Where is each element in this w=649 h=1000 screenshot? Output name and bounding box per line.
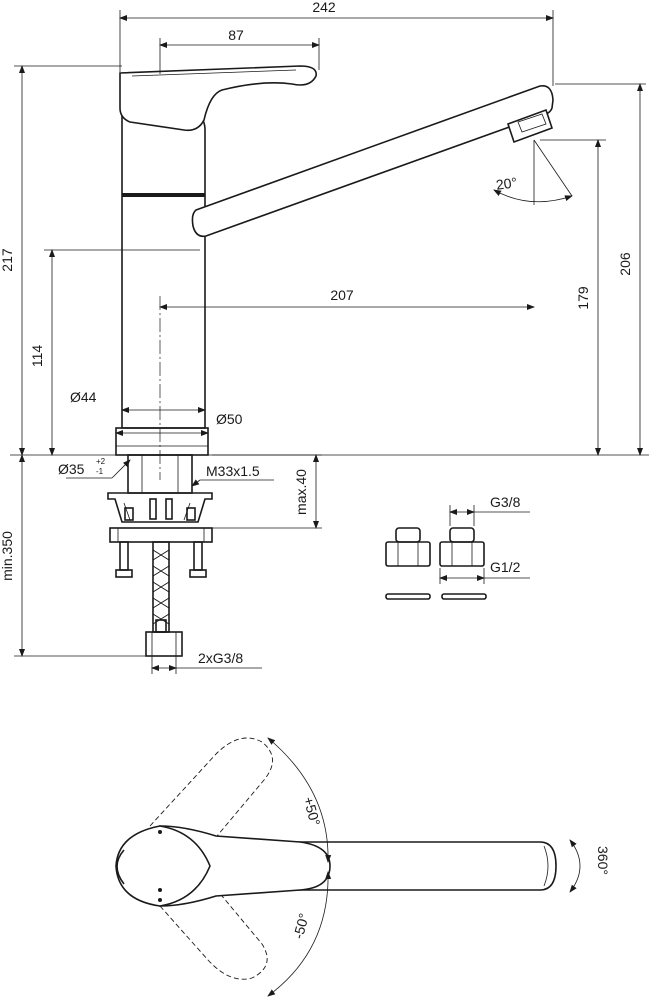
dim-overall-height: 217 (0, 248, 15, 272)
adapters: G3/8 G1/2 (385, 494, 530, 600)
dim-hose-connections: 2xG3/8 (198, 650, 243, 666)
body-top (115, 825, 211, 907)
hole-tolerance-minus: -1 (96, 467, 104, 476)
aerator (506, 108, 554, 144)
fixing-plate (107, 492, 213, 523)
spout-angle-label: 20° (495, 174, 518, 193)
base-ring (115, 427, 209, 456)
dim-base-diameter: Ø50 (216, 411, 243, 427)
dim-hose-length: min.350 (0, 531, 15, 581)
dim-lever-length: 87 (228, 27, 244, 43)
dim-max-deck: max.40 (293, 469, 309, 515)
dim-spout-height: 206 (617, 252, 633, 276)
side-view: 20° 242 87 217 114 207 179 206 (0, 0, 649, 480)
lever (119, 65, 317, 132)
faucet-body (121, 110, 206, 429)
spout (191, 84, 554, 238)
lever-plus-angle: +50° (301, 795, 324, 828)
dim-spout-reach: 207 (330, 287, 354, 303)
dim-adapter-top: G3/8 (490, 494, 521, 510)
dim-outlet-height: 179 (575, 286, 591, 310)
hose-nut (155, 619, 167, 633)
spout-top (200, 841, 557, 891)
dim-overall-width: 242 (312, 0, 336, 15)
clamping-ring (109, 527, 213, 543)
dim-body-diameter: Ø44 (70, 389, 97, 405)
top-view: +50° -50° 360° (115, 737, 611, 997)
lever-ghost-minus (159, 883, 268, 980)
hole-tolerance-plus: +2 (96, 457, 106, 466)
dim-hole-diameter: Ø35 (58, 461, 85, 477)
mounting-assembly: Ø35 +2 -1 M33x1.5 max.4 (0, 454, 322, 674)
thread-label: M33x1.5 (206, 463, 260, 479)
dim-adapter-bottom: G1/2 (490, 559, 521, 575)
dim-base-to-lever: 114 (29, 345, 45, 368)
lever-minus-angle: -50° (290, 911, 312, 940)
spout-rotation-label: 360° (595, 846, 611, 875)
